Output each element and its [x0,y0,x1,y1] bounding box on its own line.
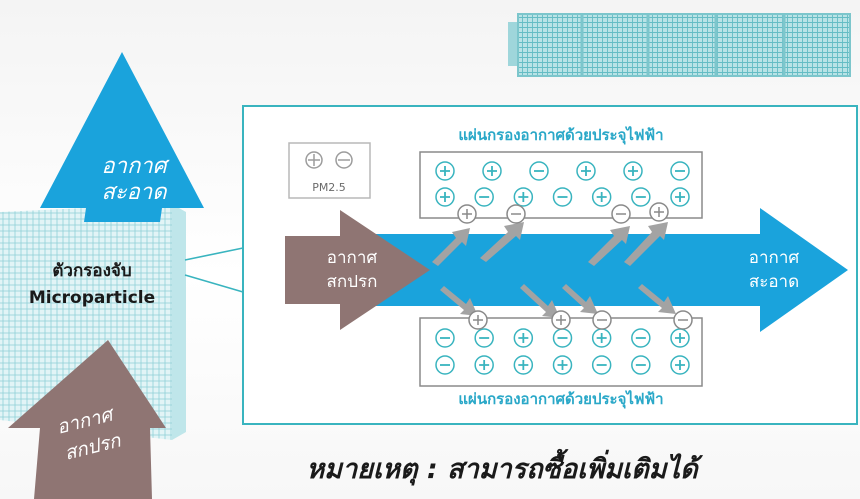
plate-charge-positive [670,355,690,375]
plate-charge-negative [474,187,494,207]
clean-air-main-line1: อากาศ [749,248,800,268]
plate-charge-negative [631,187,651,207]
pm-legend [288,142,371,199]
main-dirty-air-arrow [285,210,430,330]
bottom-plate-charges [435,328,690,375]
particle-positive [649,202,669,222]
clean-air-top-line2: สะอาด [101,180,168,205]
charged-particles [457,202,693,330]
clean-air-top-line1: อากาศ [101,154,170,179]
plate-charge-positive [670,328,690,348]
plate-charge-positive [591,187,612,207]
dirty-air-main-line2: สกปรก [327,272,378,292]
plate-charge-positive [474,355,494,375]
plate-charge-negative [670,161,690,181]
clean-air-up-arrow [40,52,204,222]
plate-charge-positive [513,328,534,348]
callout-line-top [184,247,244,261]
particle-negative [673,310,693,330]
particle-negative [592,310,612,330]
plate-charge-positive [576,161,596,181]
callout-line-bottom [184,274,244,293]
particle-positive [551,310,571,330]
plate-charge-negative [552,187,573,207]
particle-positive [468,310,488,330]
plate-charge-positive [435,161,455,181]
dirty-air-main-line1: อากาศ [327,248,378,268]
clean-air-main-line2: สะอาด [749,272,799,292]
plate-charge-positive [623,161,643,181]
pm-label: PM2.5 [312,181,346,194]
particle-arrows [432,222,676,318]
plate-charge-negative [474,328,494,348]
footnote: หมายเหตุ : สามารถซื้อเพิ่มเติมได้ [306,448,703,486]
filter-label-line1: ตัวกรองจับ [52,261,131,281]
plate-charge-positive [591,328,612,348]
plate-charge-positive [513,355,534,375]
top-plate-charges [435,161,690,207]
plate-charge-negative [631,355,651,375]
plate-charge-negative [529,161,549,181]
particle-positive [457,204,477,224]
dirty-air-up-arrow [8,340,166,499]
particle-negative [611,204,631,224]
plate-charge-negative [435,328,455,348]
filter-strip [508,13,851,77]
plate-title-bottom: แผ่นกรองอากาศด้วยประจุไฟฟ้า [458,389,663,409]
plate-charge-negative [435,355,455,375]
particle-negative [506,204,526,224]
plate-charge-positive [552,355,573,375]
plate-charge-positive [435,187,455,207]
plate-charge-positive [513,187,534,207]
plate-charge-negative [591,355,612,375]
filter-label-line2: Microparticle [29,288,155,308]
plate-charge-negative [631,328,651,348]
plate-title-top: แผ่นกรองอากาศด้วยประจุไฟฟ้า [458,125,663,145]
plate-charge-negative [552,328,573,348]
plate-charge-positive [670,187,690,207]
plate-charge-positive [482,161,502,181]
